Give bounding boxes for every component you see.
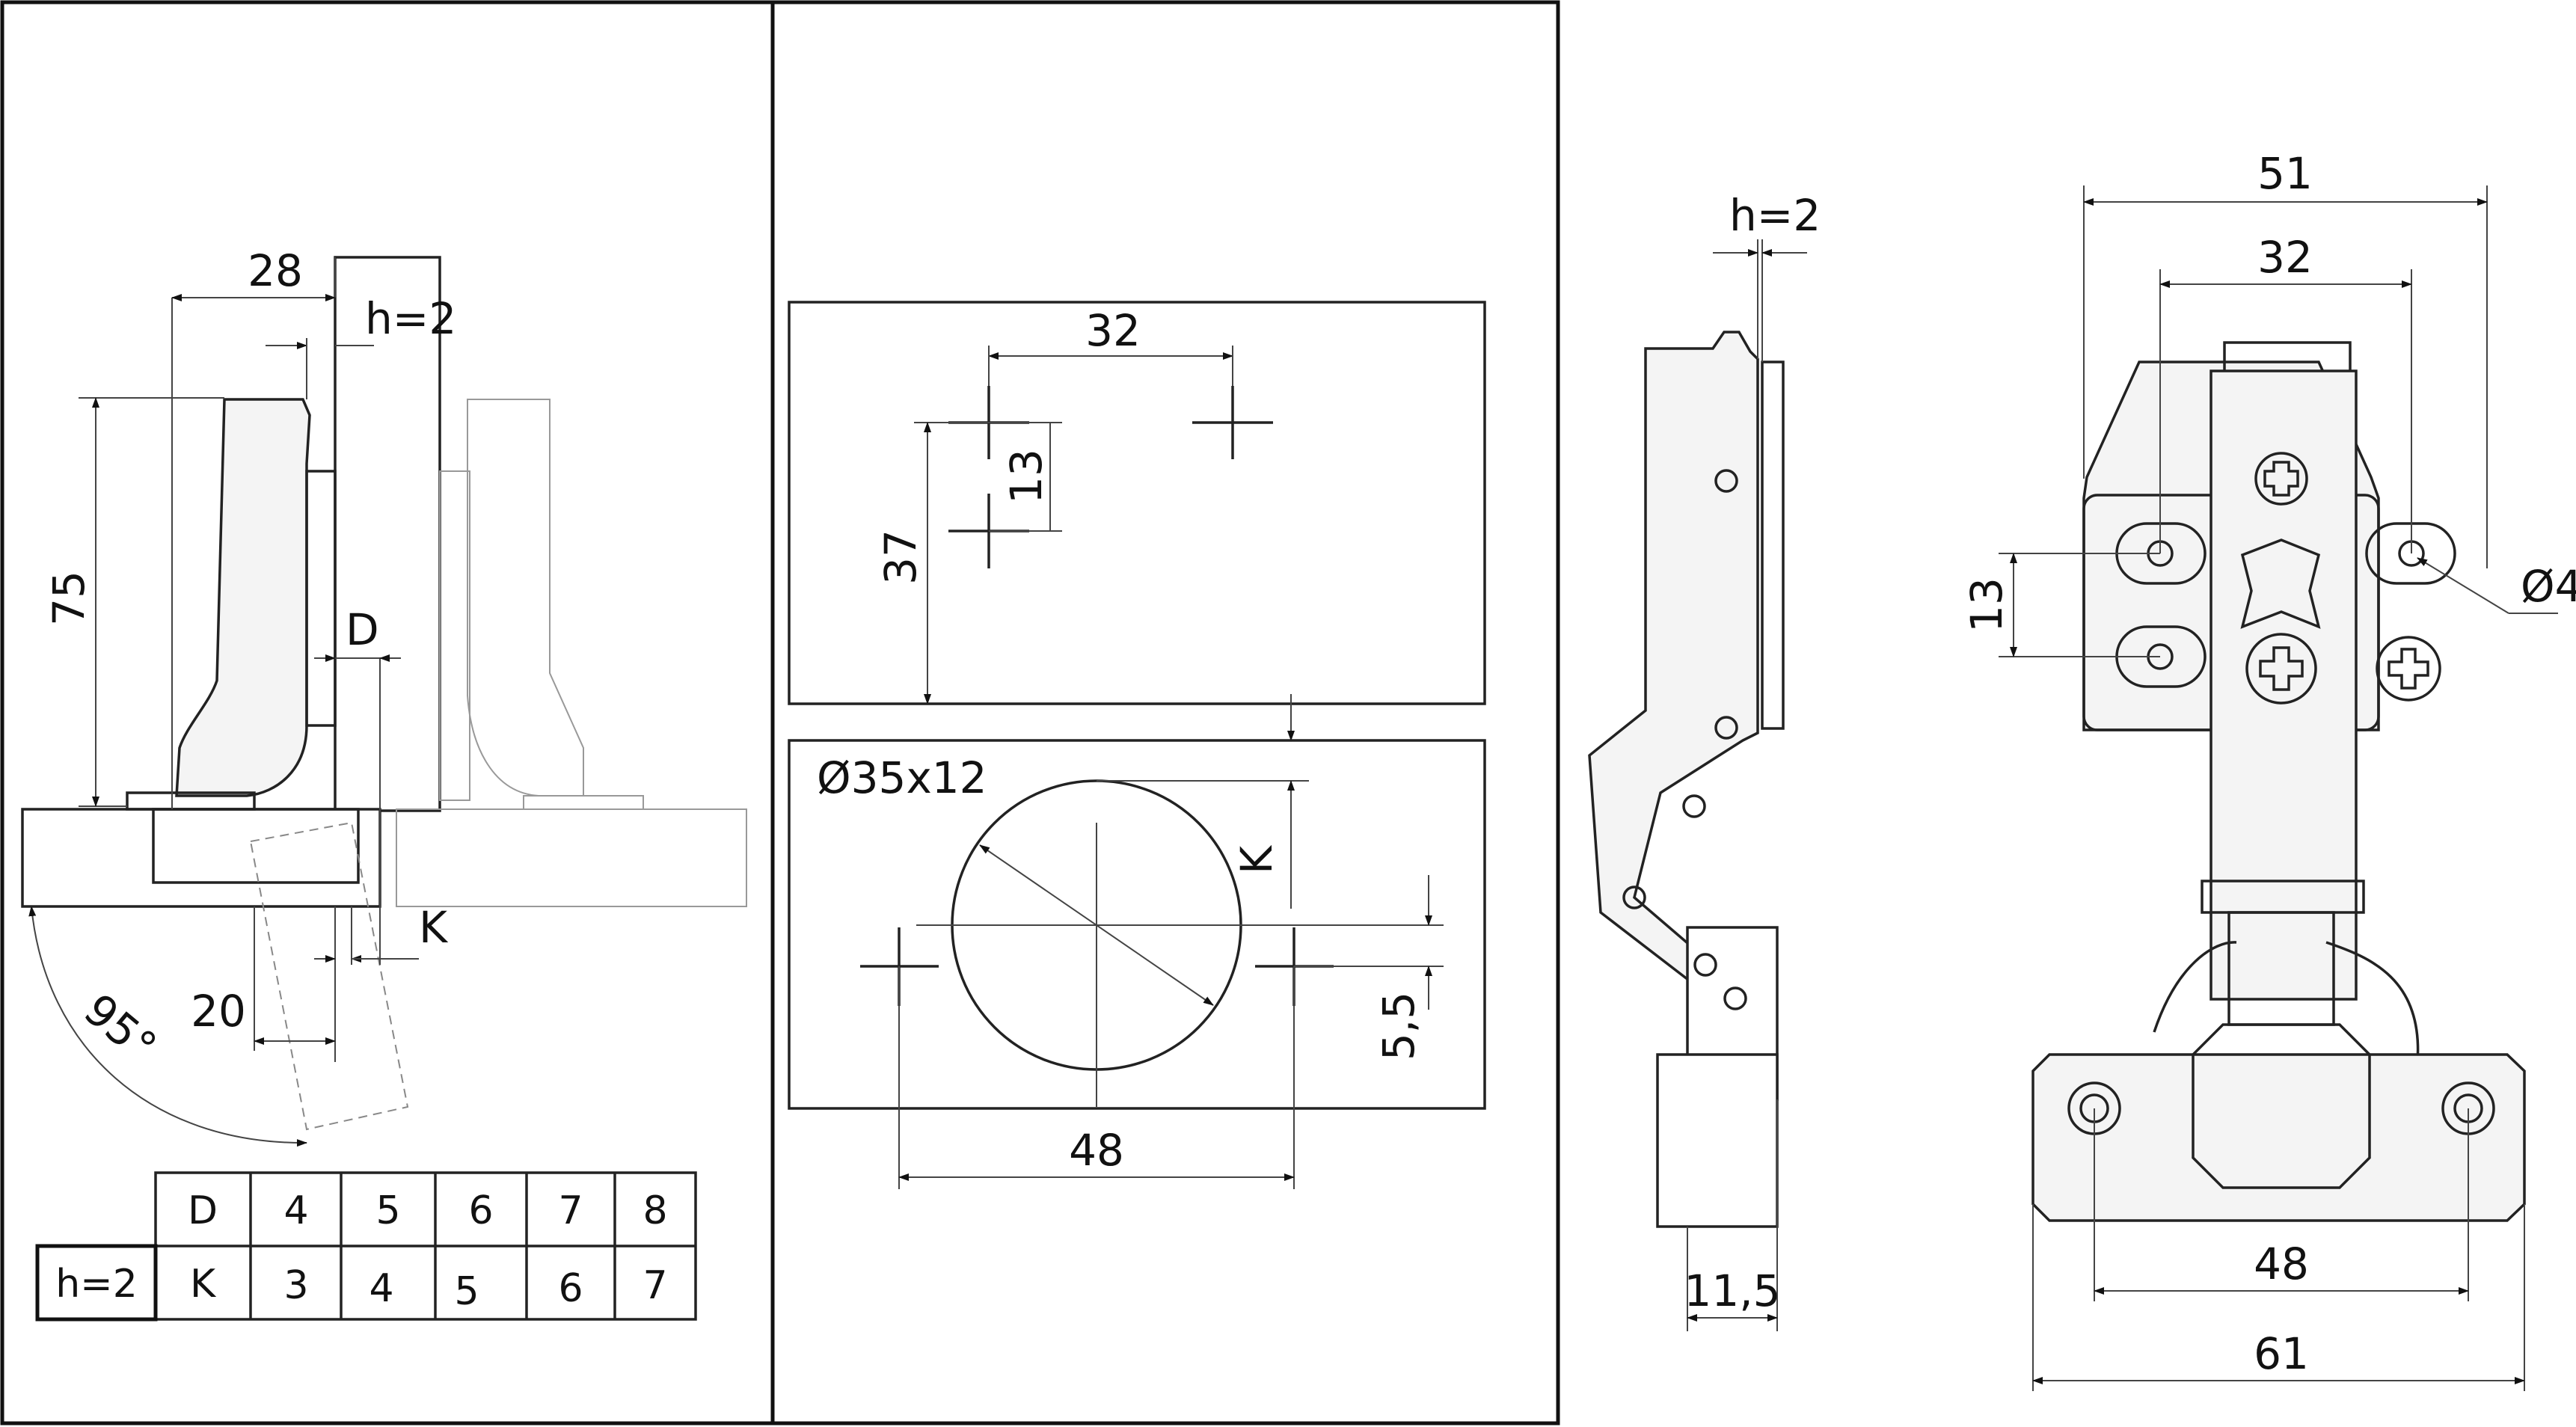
dk-table-cell: 5 <box>454 1269 479 1314</box>
ghost-hinge-arm <box>467 399 584 797</box>
opened-door-outline <box>249 821 409 1131</box>
dim-d: D <box>346 604 379 655</box>
dim-hole-diameter-4: Ø4 <box>2521 561 2576 612</box>
dim-screw-spacing-48: 48 <box>1069 1125 1124 1176</box>
hinge-arm-side <box>1588 331 1759 989</box>
dk-table-cell: 4 <box>369 1266 393 1311</box>
dk-table-key-k: K <box>190 1262 217 1307</box>
drawing-frames <box>0 0 1560 1426</box>
dim-plate-holes-32: 32 <box>2257 232 2313 283</box>
cup-mounting-plate <box>2031 1053 2526 1222</box>
drilling-view: 32 13 37 Ø35x12 K 5,5 <box>788 301 1486 1189</box>
screw-icon <box>2376 636 2441 702</box>
screw-icon <box>2254 452 2308 506</box>
dim-angle-95: 95° <box>75 984 166 1072</box>
dim-plate-offset-37: 37 <box>875 530 926 585</box>
door-panel <box>21 808 381 908</box>
hinge-arm <box>175 398 311 797</box>
dk-table-cell: 3 <box>283 1263 308 1308</box>
dim-side-depth-11-5: 11,5 <box>1684 1265 1780 1316</box>
dim-hole-spacing-32: 32 <box>1085 305 1141 356</box>
front-view: 51 32 13 Ø4 48 61 <box>1961 148 2576 1391</box>
dim-cup-screws-48: 48 <box>2254 1239 2309 1289</box>
dk-table-cell: 6 <box>558 1266 583 1311</box>
dim-slot-pitch-13: 13 <box>1961 577 2012 633</box>
dim-hole-pitch-13: 13 <box>1001 449 1052 504</box>
section-view: 28 h=2 75 D K 20 95° <box>21 245 747 1147</box>
dim-h-2: h=2 <box>365 293 456 344</box>
dk-table-cell: 6 <box>468 1188 493 1233</box>
dim-cup-plate-width-61: 61 <box>2254 1328 2309 1379</box>
plate-template-rect <box>788 301 1486 705</box>
hinge-arm-front <box>2209 369 2358 1001</box>
cup-template-rect <box>788 739 1486 1110</box>
dim-cup-k: K <box>1231 844 1282 874</box>
dk-table-row-label: h=2 <box>55 1262 138 1307</box>
dim-k: K <box>419 902 449 953</box>
dim-height-75: 75 <box>43 571 94 626</box>
cup-recess <box>152 808 360 884</box>
dk-table: h=2 D 4 5 6 7 8 K 3 4 5 6 7 <box>35 1171 697 1322</box>
screw-icon <box>2245 633 2317 705</box>
dim-cup-offset-5-5: 5,5 <box>1373 992 1424 1061</box>
ghost-door <box>396 808 747 907</box>
adjustment-slot <box>2240 538 2321 629</box>
dim-offset-20: 20 <box>191 986 246 1037</box>
dim-width-28: 28 <box>248 245 303 296</box>
dim-cup-diameter: Ø35x12 <box>817 752 987 803</box>
dk-table-cell: 5 <box>375 1188 400 1233</box>
dk-table-key-d: D <box>188 1188 218 1233</box>
dim-side-h-2: h=2 <box>1729 190 1821 241</box>
mounting-plate-side <box>1761 360 1785 730</box>
dim-overall-width-51: 51 <box>2257 148 2313 199</box>
dk-table-row-label-cell <box>35 1244 158 1322</box>
cabinet-side-panel <box>334 256 441 812</box>
mounting-plate <box>305 470 337 727</box>
dk-table-cell: 8 <box>643 1188 667 1233</box>
dk-table-cell: 7 <box>558 1188 583 1233</box>
dk-table-cell: 4 <box>283 1188 308 1233</box>
cup-side-lower <box>1656 1053 1779 1228</box>
side-view: h=2 11,5 <box>1588 190 1821 1331</box>
dk-table-cell: 7 <box>643 1263 667 1308</box>
hinge-cup <box>2192 1023 2371 1189</box>
